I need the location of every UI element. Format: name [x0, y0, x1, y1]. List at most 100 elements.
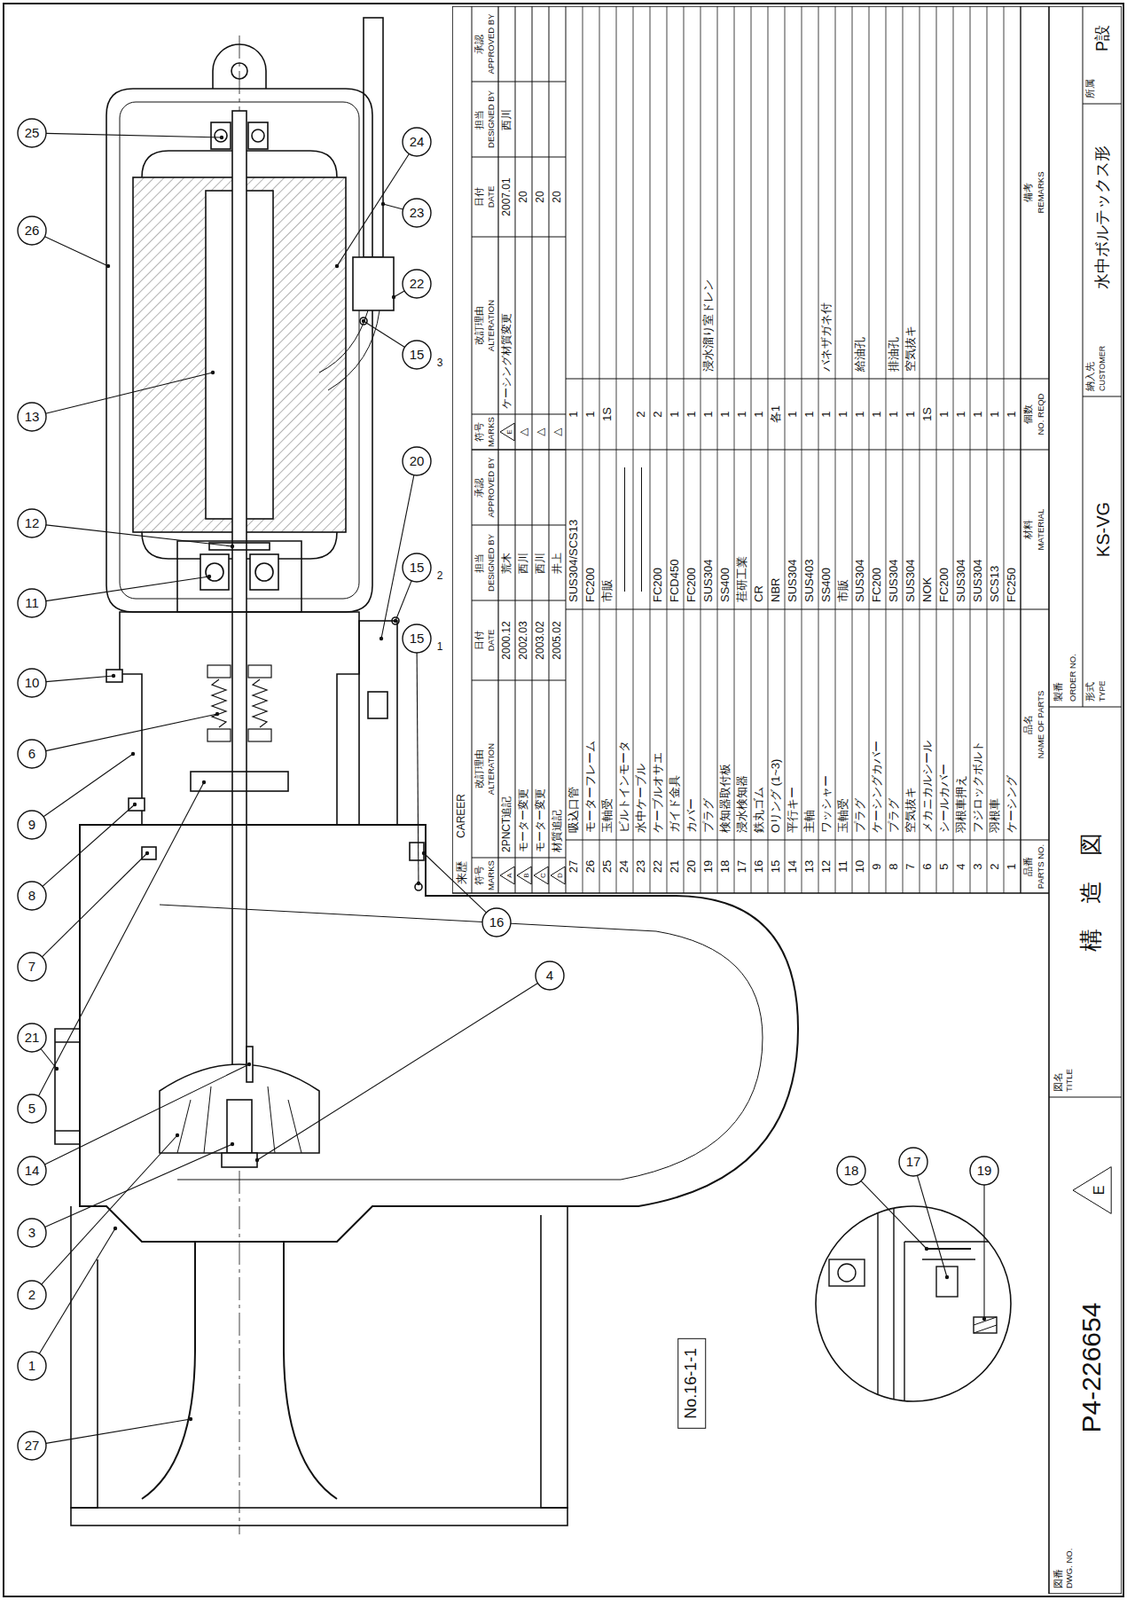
- air-vent: [141, 846, 157, 860]
- callout-subnumber-box: 2: [432, 569, 447, 584]
- leader-dot: [54, 1066, 59, 1071]
- parts-cell-box: ガイド金具: [666, 609, 684, 840]
- title-field-label: 図番: [1052, 1568, 1064, 1589]
- parts-cell: 1: [837, 410, 850, 417]
- callout-number-box: 12: [17, 508, 47, 538]
- table-title-box: CAREER: [452, 749, 472, 838]
- career-cell-box: 荒木: [498, 524, 516, 601]
- callout-circle: [402, 127, 431, 157]
- leader-dot: [219, 135, 224, 140]
- parts-cell: 4: [954, 862, 968, 869]
- parts-cell: SUS304: [702, 559, 715, 603]
- parts-cell-box: ワッシャー: [818, 609, 836, 840]
- parts-cell-box: 1: [717, 378, 735, 450]
- leader-line: [43, 753, 134, 817]
- callout-number: 6: [28, 746, 36, 762]
- parts-cell: SUS304: [971, 559, 985, 603]
- callout-number-box: 22: [402, 269, 431, 298]
- lower-bearing: [200, 554, 279, 590]
- parts-cell-box: FC200: [683, 449, 701, 610]
- parts-cell: 1: [887, 410, 901, 417]
- parts-cell-box: 主軸: [801, 609, 819, 840]
- o-ring: [360, 317, 368, 325]
- submersible-cable: [363, 17, 384, 258]
- callout-number-box: 1: [17, 1351, 47, 1380]
- callout-number-box: 14: [17, 1156, 47, 1185]
- callout-circle: [402, 553, 431, 582]
- parts-cell: 給油孔: [853, 336, 867, 372]
- table-rule: [1082, 6, 1084, 707]
- parts-cell-box: 1S: [599, 378, 617, 450]
- callout-number-box: 24: [402, 127, 431, 157]
- callout-number: 4: [546, 968, 554, 984]
- revision-triangle: [1072, 1166, 1112, 1214]
- career-cell-box: 西川: [498, 81, 516, 157]
- parts-cell-box: 1: [953, 378, 971, 450]
- career-cell: 20: [534, 190, 547, 203]
- parts-cell: FC250: [1005, 567, 1018, 603]
- parts-cell: フジロックボルト: [971, 740, 985, 833]
- column-header: APPROVED BY: [486, 456, 496, 517]
- leader-line: [860, 1181, 927, 1249]
- callout-number: 3: [28, 1225, 36, 1241]
- callout-number-box: 15: [402, 340, 431, 369]
- parts-cell-box: プラグ: [700, 609, 718, 840]
- title-field-label-box: TITLE: [1064, 1038, 1075, 1092]
- parts-cell-box: 吸込口管: [565, 609, 583, 840]
- callout-number-box: 10: [17, 668, 47, 697]
- title-table: 来歴CAREER符号MARKS改訂理由ALTERATION日付DATE担当DES…: [452, 6, 1122, 1594]
- career-cell: 2002.03: [517, 620, 530, 659]
- parts-cell: 19: [702, 860, 715, 873]
- column-header: 承認: [473, 34, 485, 55]
- column-header: 材料: [1022, 519, 1034, 540]
- parts-cell-box: 1: [582, 378, 600, 450]
- parts-cell: 15: [769, 860, 783, 873]
- career-cell-box: 西川: [532, 524, 549, 601]
- career-cell: 材質追記: [551, 809, 564, 853]
- parts-cell: SUS304: [887, 559, 901, 603]
- parts-cell: 18: [719, 860, 732, 873]
- table-rule: [565, 378, 1049, 380]
- title-field-label: TITLE: [1064, 1068, 1074, 1092]
- parts-cell-box: SUS403: [801, 449, 819, 610]
- table-rule: [452, 892, 1049, 894]
- parts-cell-box: 1: [986, 378, 1004, 450]
- customer-name-box: 水中ボルテックス形: [1086, 107, 1120, 328]
- title-field-label-box: 図番: [1051, 1552, 1065, 1589]
- callout-circle: [402, 624, 431, 653]
- callout-number-box: 9: [17, 810, 47, 839]
- sheet-border: [3, 3, 1124, 1597]
- table-rule: [471, 448, 566, 450]
- parts-cell: SUS304: [786, 559, 799, 603]
- callout-number: 9: [28, 817, 36, 833]
- leader-dot: [982, 1316, 987, 1321]
- parts-cell-box: ケーシング: [1003, 609, 1021, 840]
- parts-cell: 21: [668, 860, 681, 873]
- parts-cell-box: 1S: [919, 378, 937, 450]
- revision-triangle: [500, 866, 515, 885]
- parts-cell: NBR: [769, 578, 783, 603]
- parts-cell: 主軸: [803, 809, 816, 833]
- parts-cell: 1: [1005, 862, 1018, 869]
- leader-line: [39, 1228, 116, 1354]
- callout-circle: [17, 1351, 47, 1380]
- column-header-box: APPROVED BY: [485, 6, 498, 82]
- leader-line: [257, 983, 538, 1160]
- callout-number: 13: [24, 409, 40, 425]
- title-field-label-box: CUSTOMER: [1097, 328, 1109, 392]
- column-header-box: DATE: [485, 600, 498, 681]
- parts-cell-box: 1: [970, 378, 987, 450]
- column-header: DESIGNED BY: [486, 533, 496, 592]
- callout-circle: [535, 961, 564, 990]
- parts-cell: SCS13: [988, 565, 1002, 603]
- lifting-lug: [212, 44, 267, 89]
- callout-number: 27: [24, 1438, 40, 1454]
- parts-cell-box: SUS304: [885, 449, 903, 610]
- career-cell-box: モーター変更: [532, 680, 549, 858]
- parts-cell: 1: [584, 410, 597, 417]
- parts-cell-box: 15: [767, 839, 785, 893]
- drawing-title: 構造図: [1078, 807, 1104, 952]
- parts-cell: プラグ: [887, 798, 901, 833]
- table-rule: [1082, 396, 1122, 398]
- parts-cell: 3: [971, 862, 985, 869]
